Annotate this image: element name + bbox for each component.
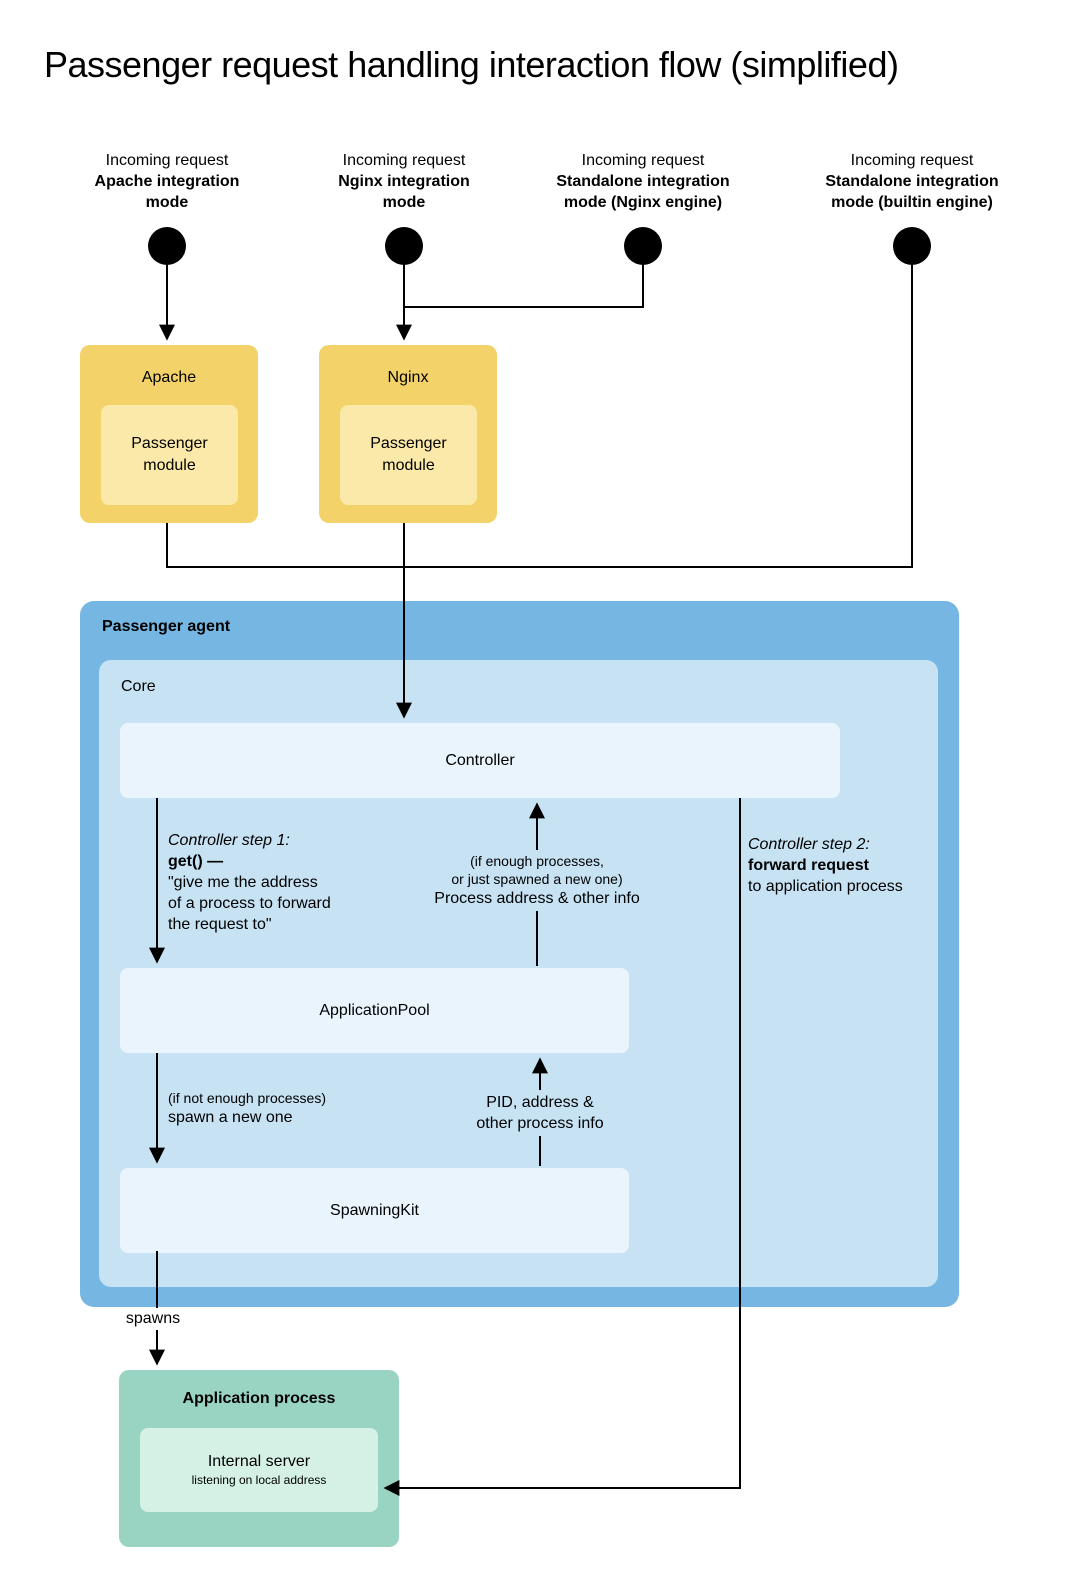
controller-box: Controller (120, 723, 840, 798)
incoming-request-mode-line: mode (382, 194, 426, 211)
pid-info-note: PID, address & other process info (440, 1090, 640, 1136)
application-process-label: Application process (182, 1390, 336, 1407)
apache-box: Apache Passenger module (80, 345, 258, 523)
spawn-new-one-note: (if not enough processes) spawn a new on… (168, 1089, 326, 1128)
application-pool-label: ApplicationPool (319, 1001, 430, 1019)
pid-note-line: PID, address & (486, 1094, 594, 1111)
request-origin-dot-icon (893, 227, 931, 265)
nginx-passenger-module-box: Passenger module (340, 405, 477, 505)
step1-title: Controller step 1: (168, 832, 290, 849)
spawning-kit-label: SpawningKit (330, 1201, 419, 1219)
spawn-note-small: (if not enough processes) (168, 1090, 326, 1106)
incoming-request-header-standalone-builtin: Incoming request Standalone integration … (802, 150, 1022, 213)
internal-server-box: Internal server listening on local addre… (140, 1428, 378, 1512)
incoming-request-mode-line: Standalone integration (556, 173, 730, 190)
incoming-request-mode-line: Nginx integration (338, 173, 470, 190)
application-pool-box: ApplicationPool (120, 968, 629, 1053)
incoming-request-intro: Incoming request (850, 152, 974, 169)
pid-note-line: other process info (476, 1115, 604, 1132)
passenger-module-label: Passenger (131, 435, 208, 452)
step2-title: Controller step 2: (748, 836, 870, 853)
incoming-request-intro: Incoming request (105, 152, 229, 169)
step1-line: of a process to forward (168, 895, 331, 912)
passenger-module-label: module (143, 457, 196, 474)
controller-step2-note: Controller step 2: forward request to ap… (748, 834, 903, 897)
step2-bold: forward request (748, 857, 869, 874)
controller-label: Controller (445, 751, 515, 769)
return-note-small-line: or just spawned a new one) (451, 871, 623, 887)
application-process-box: Application process Internal server list… (119, 1370, 399, 1547)
internal-server-sublabel: listening on local address (191, 1473, 327, 1487)
step1-method: get() — (168, 853, 224, 870)
passenger-module-label: Passenger (370, 435, 447, 452)
spawns-label: spawns (112, 1308, 194, 1330)
nginx-box: Nginx Passenger module (319, 345, 497, 523)
apache-passenger-module-box: Passenger module (101, 405, 238, 505)
incoming-request-header-nginx: Incoming request Nginx integration mode (304, 150, 504, 213)
apache-label: Apache (141, 369, 197, 386)
nginx-label: Nginx (387, 369, 429, 386)
incoming-request-intro: Incoming request (581, 152, 705, 169)
request-origin-dot-icon (148, 227, 186, 265)
controller-step1-note: Controller step 1: get() — "give me the … (168, 830, 331, 935)
incoming-request-intro: Incoming request (342, 152, 466, 169)
step1-line: the request to" (168, 916, 272, 933)
step2-rest: to application process (748, 878, 903, 895)
return-note-small-line: (if enough processes, (470, 853, 604, 869)
line-standalone-nginx-join (404, 264, 644, 308)
request-origin-dot-icon (624, 227, 662, 265)
page-title: Passenger request handling interaction f… (44, 44, 899, 85)
incoming-request-mode-line: mode (builtin engine) (831, 194, 993, 211)
incoming-request-mode-line: Standalone integration (825, 173, 999, 190)
line-builtin-and-apache-collector (166, 264, 913, 568)
incoming-request-mode-line: mode (145, 194, 189, 211)
passenger-agent-label: Passenger agent (102, 618, 231, 635)
passenger-module-label: module (382, 457, 435, 474)
incoming-request-header-standalone-nginx: Incoming request Standalone integration … (533, 150, 753, 213)
incoming-request-header-apache: Incoming request Apache integration mode (67, 150, 267, 213)
incoming-request-mode-line: Apache integration (94, 173, 240, 190)
internal-server-label: Internal server (207, 1453, 311, 1470)
process-address-note: (if enough processes, or just spawned a … (387, 850, 687, 911)
core-label: Core (121, 678, 156, 695)
spawn-note-main: spawn a new one (168, 1109, 293, 1126)
request-origin-dot-icon (385, 227, 423, 265)
return-note-main: Process address & other info (434, 890, 640, 907)
incoming-request-mode-line: mode (Nginx engine) (563, 194, 723, 211)
step1-line: "give me the address (168, 874, 318, 891)
spawning-kit-box: SpawningKit (120, 1168, 629, 1253)
